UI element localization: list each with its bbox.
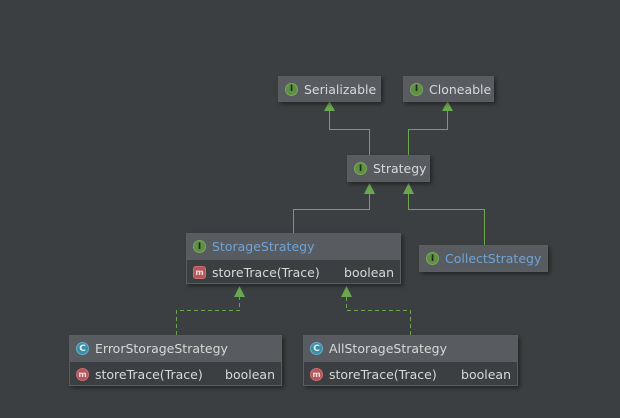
arrowhead-strategy-left — [364, 183, 375, 194]
abstract-method-icon: m — [193, 266, 206, 279]
node-title: StorageStrategy — [212, 239, 315, 254]
method-row[interactable]: m storeTrace(Trace) boolean — [187, 260, 400, 285]
node-strategy[interactable]: I Strategy — [347, 155, 430, 182]
node-collect-strategy[interactable]: I CollectStrategy — [419, 245, 548, 272]
node-error-storage-strategy[interactable]: C ErrorStorageStrategy m storeTrace(Trac… — [69, 335, 282, 386]
method-row[interactable]: m storeTrace(Trace) boolean — [304, 362, 517, 387]
method-row[interactable]: m storeTrace(Trace) boolean — [70, 362, 281, 387]
method-return-type: boolean — [461, 367, 511, 382]
method-return-type: boolean — [344, 265, 394, 280]
edge-strategy-cloneable — [408, 110, 448, 155]
node-all-storage-strategy[interactable]: C AllStorageStrategy m storeTrace(Trace)… — [303, 335, 518, 386]
method-signature: storeTrace(Trace) — [329, 367, 437, 382]
arrowhead-storagestrategy-left — [234, 286, 245, 297]
method-icon: m — [76, 368, 89, 381]
edge-storagestrategy-strategy — [293, 193, 370, 233]
interface-icon: I — [354, 162, 367, 175]
class-icon: C — [310, 342, 323, 355]
interface-icon: I — [426, 252, 439, 265]
method-signature: storeTrace(Trace) — [95, 367, 203, 382]
arrowhead-strategy-right — [403, 183, 414, 194]
node-title: Strategy — [373, 161, 427, 176]
interface-icon: I — [285, 82, 298, 96]
method-icon: m — [310, 368, 323, 381]
method-signature: storeTrace(Trace) — [212, 265, 320, 280]
arrowhead-cloneable — [442, 101, 453, 111]
node-storage-strategy[interactable]: I StorageStrategy m storeTrace(Trace) bo… — [186, 233, 401, 284]
class-icon: C — [76, 342, 89, 355]
node-title: AllStorageStrategy — [329, 341, 447, 356]
node-title: Cloneable — [429, 81, 492, 97]
edge-errorstorage-storagestrategy — [176, 297, 240, 335]
node-cloneable[interactable]: I Cloneable — [403, 76, 494, 102]
arrowhead-serializable — [324, 101, 335, 111]
edge-allstorage-storagestrategy — [346, 297, 411, 335]
method-return-type: boolean — [225, 367, 275, 382]
edge-strategy-serializable — [329, 110, 370, 155]
interface-icon: I — [410, 82, 423, 96]
arrowhead-storagestrategy-right — [341, 286, 352, 297]
node-serializable[interactable]: I Serializable — [278, 76, 381, 102]
node-title: CollectStrategy — [445, 251, 542, 266]
node-title: ErrorStorageStrategy — [95, 341, 228, 356]
interface-icon: I — [193, 240, 206, 253]
edge-collectstrategy-strategy — [408, 193, 485, 245]
node-title: Serializable — [304, 81, 377, 97]
